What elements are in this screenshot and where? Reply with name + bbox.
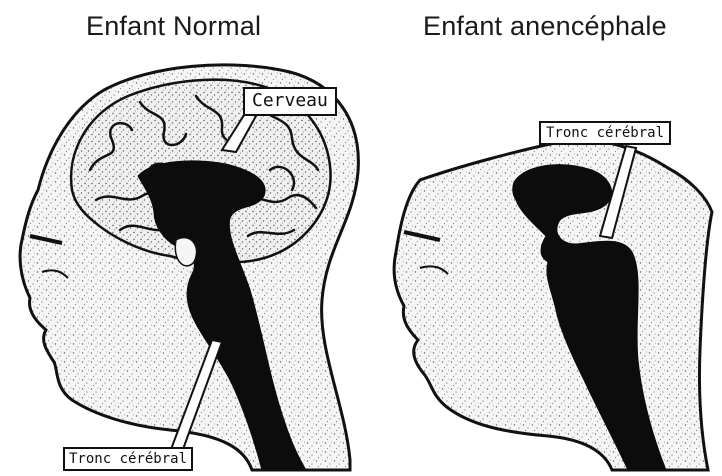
anencephalic-head (394, 140, 712, 470)
normal-cerebellum-notch (175, 238, 196, 266)
normal-head (20, 65, 358, 470)
cerveau-label: Cerveau (243, 87, 337, 116)
tronc-cerebral-label-normal: Tronc cérébral (63, 447, 193, 471)
tronc-cerebral-label-anencephalic: Tronc cérébral (539, 121, 671, 145)
